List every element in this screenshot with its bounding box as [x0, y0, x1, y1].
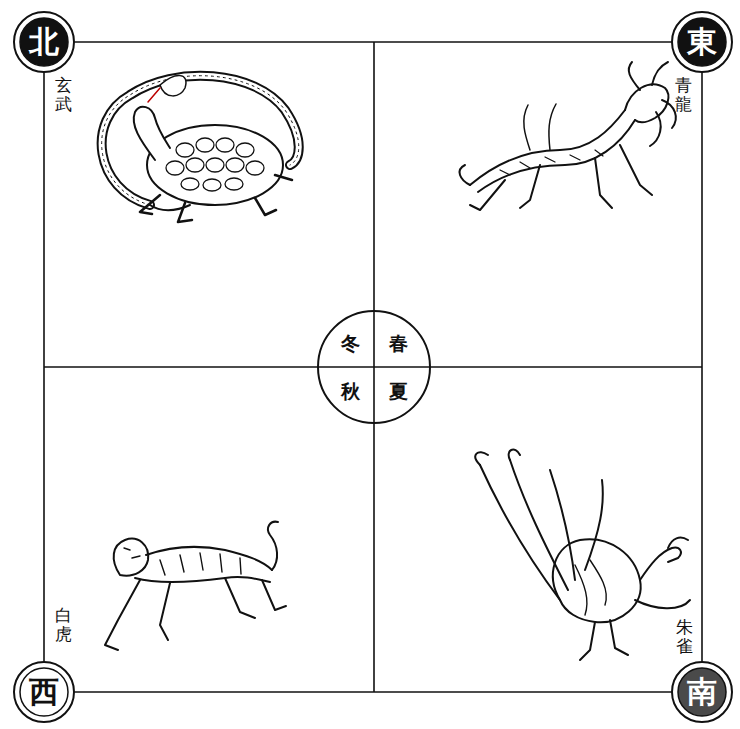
creature-name: 青龍 [675, 76, 692, 113]
grid-lines [44, 42, 702, 692]
direction-text: 南 [687, 677, 717, 707]
phoenix [475, 450, 690, 660]
creature-name: 朱雀 [676, 618, 693, 655]
direction-text: 西 [29, 677, 59, 707]
season-text: 秋 [341, 382, 360, 401]
direction-text: 北 [29, 27, 59, 57]
direction-circle: 北 [12, 10, 76, 74]
season-text: 夏 [389, 382, 408, 401]
direction-circle: 南 [670, 660, 734, 724]
direction-circle: 西 [12, 660, 76, 724]
dragon [460, 62, 676, 210]
tortoise-snake [102, 76, 299, 222]
season-circle: 冬 春秋 夏 [316, 309, 432, 425]
creature-name: 玄武 [55, 76, 72, 113]
season-text: 春 [389, 334, 408, 353]
creature-name: 白虎 [55, 606, 72, 643]
tiger [105, 522, 286, 650]
circle-outline [316, 309, 432, 425]
direction-circle: 東 [670, 10, 734, 74]
direction-text: 東 [687, 27, 717, 57]
season-text: 冬 [341, 334, 360, 353]
